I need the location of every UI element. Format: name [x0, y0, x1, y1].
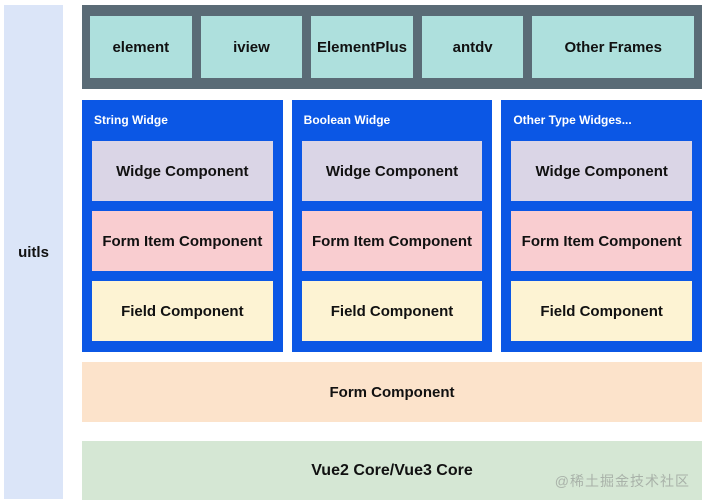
field-component-box: Field Component — [301, 281, 483, 341]
vue-core-bar: Vue2 Core/Vue3 Core @稀土掘金技术社区 — [82, 441, 702, 500]
utils-label: uitls — [18, 243, 49, 261]
column-title: Other Type Widges... — [513, 113, 632, 127]
widge-component-box: Widge Component — [92, 141, 273, 201]
vue-core-label: Vue2 Core/Vue3 Core — [311, 461, 473, 479]
watermark: @稀土掘金技术社区 — [554, 473, 690, 489]
widget-columns-row: String Widge Widge Component Form Item C… — [82, 100, 702, 352]
framework-box-other-frames: Other Frames — [532, 16, 694, 78]
field-component-box: Field Component — [92, 281, 273, 341]
field-component-box: Field Component — [511, 281, 693, 341]
form-component-label: Form Component — [329, 383, 455, 401]
form-component-bar: Form Component — [82, 362, 702, 422]
column-title: Boolean Widge — [303, 113, 391, 127]
framework-box-antdv: antdv — [421, 16, 524, 78]
widge-component-box: Widge Component — [511, 141, 693, 201]
widget-column-other-types: Other Type Widges... Widge Component For… — [501, 100, 702, 352]
framework-box-element: element — [90, 16, 192, 78]
framework-box-iview: iview — [200, 16, 303, 78]
widge-component-box: Widge Component — [301, 141, 483, 201]
form-item-component-box: Form Item Component — [301, 211, 483, 271]
form-item-component-box: Form Item Component — [511, 211, 693, 271]
framework-box-elementplus: ElementPlus — [311, 16, 413, 78]
column-title: String Widge — [94, 113, 168, 127]
widget-column-string: String Widge Widge Component Form Item C… — [82, 100, 283, 352]
frameworks-bar: element iview ElementPlus antdv Other Fr… — [82, 5, 702, 89]
utils-sidebar: uitls — [4, 5, 63, 499]
form-item-component-box: Form Item Component — [92, 211, 273, 271]
widget-column-boolean: Boolean Widge Widge Component Form Item … — [291, 100, 493, 352]
